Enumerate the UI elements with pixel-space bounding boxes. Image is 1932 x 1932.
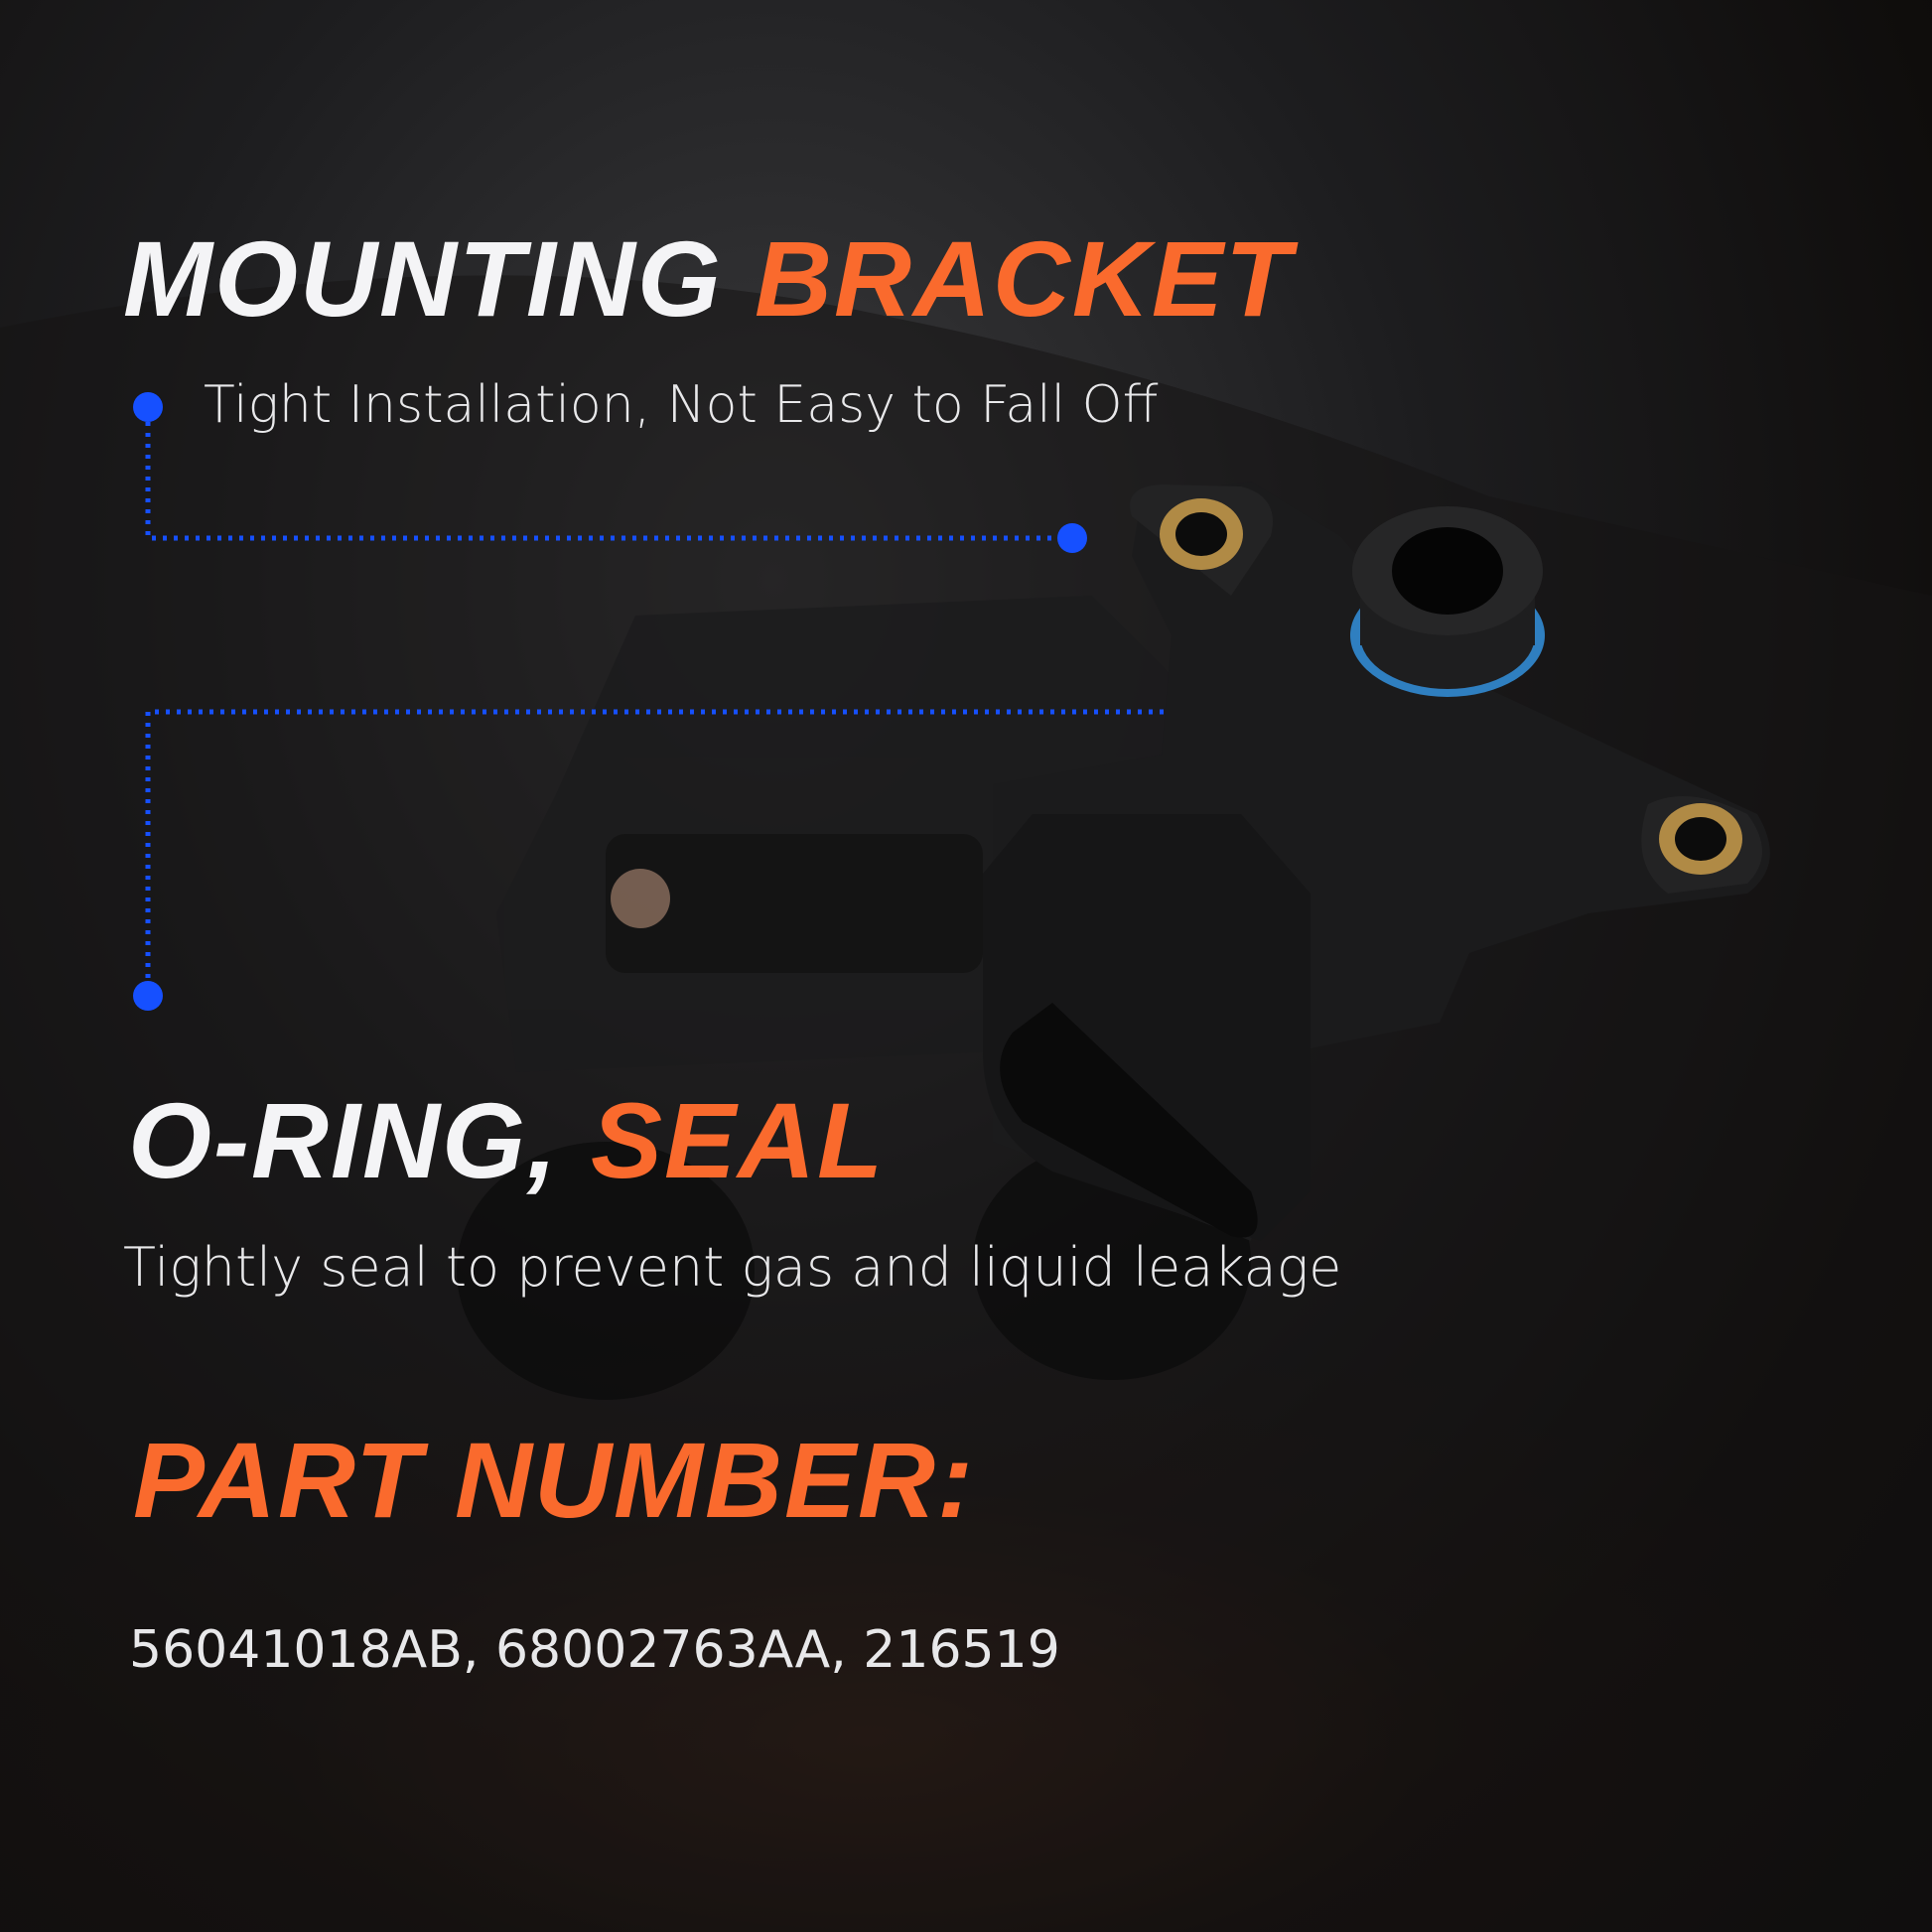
heading-orange-part: SEAL [591, 1080, 886, 1200]
callout-dot [133, 392, 163, 422]
mounting-bracket-bullet: Tight Installation, Not Easy to Fall Off [204, 375, 1159, 435]
heading-white-part: O-RING, [128, 1080, 559, 1200]
part-number-heading: PART NUMBER: [133, 1420, 975, 1540]
part-numbers: 56041018AB, 68002763AA, 216519 [129, 1620, 1060, 1680]
mounting-bracket-heading: MOUNTING BRACKET [123, 216, 1293, 341]
callout-dot [133, 981, 163, 1011]
callout-dot [1057, 523, 1087, 553]
o-ring-seal-heading: O-RING, SEAL [128, 1078, 885, 1202]
o-ring-seal-description: Tightly seal to prevent gas and liquid l… [123, 1236, 1342, 1299]
heading-white-part: MOUNTING [123, 218, 723, 339]
heading-orange-part: BRACKET [754, 218, 1293, 339]
